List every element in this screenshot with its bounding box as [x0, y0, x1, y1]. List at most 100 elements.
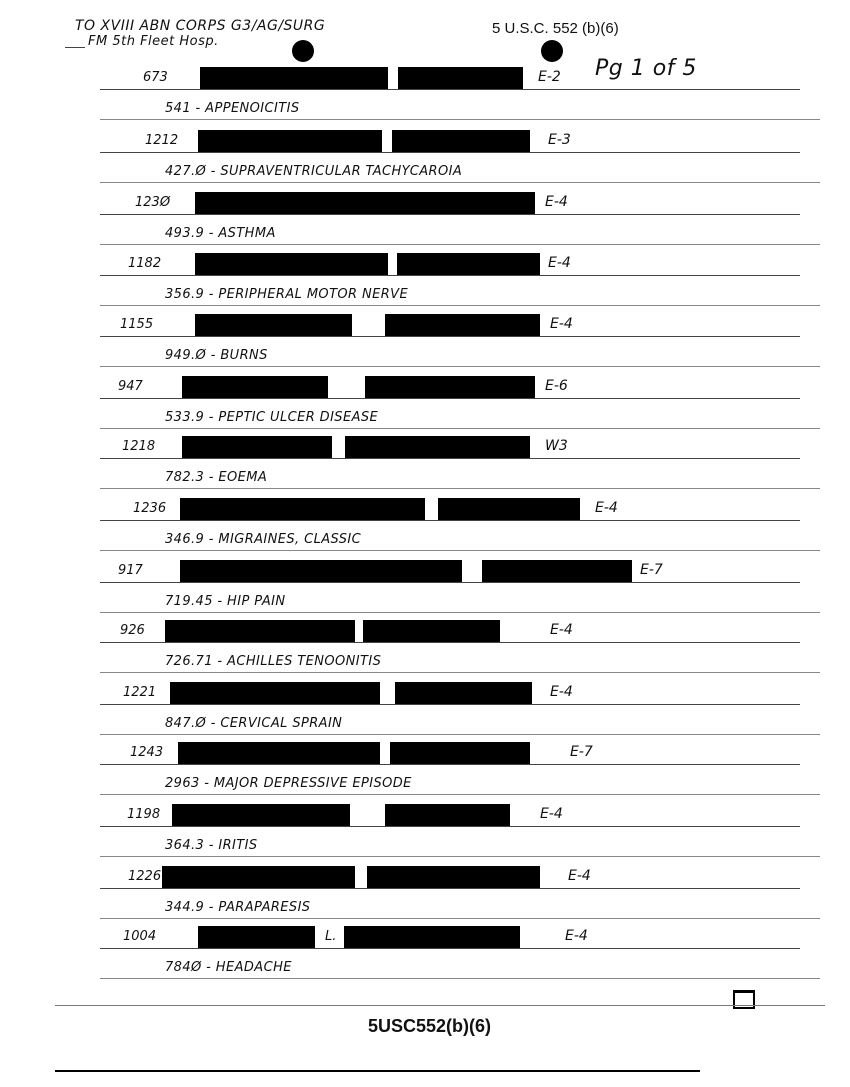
entry-diagnosis: 346.9 - MIGRAINES, CLASSIC — [165, 532, 362, 547]
rule — [100, 704, 800, 705]
redaction-box — [365, 376, 535, 398]
entry-diagnosis: 541 - APPENOICITIS — [165, 101, 300, 116]
entry-number: 1221 — [123, 685, 157, 700]
redaction-box — [398, 67, 523, 89]
mid-mark: L. — [325, 929, 337, 944]
redaction-box — [345, 436, 530, 458]
entry-number: 1004 — [123, 929, 157, 944]
punch-hole-mark — [292, 40, 314, 62]
entry-diagnosis: 533.9 - PEPTIC ULCER DISEASE — [165, 410, 379, 425]
entry-grade: E-4 — [550, 622, 573, 638]
redaction-box — [390, 742, 530, 764]
entry-grade: W3 — [545, 438, 568, 454]
rule — [100, 366, 820, 367]
rule — [100, 948, 800, 949]
rule — [100, 428, 820, 429]
redaction-box — [195, 253, 388, 275]
rule — [100, 89, 800, 90]
rule — [100, 582, 800, 583]
redaction-box — [367, 866, 540, 888]
redaction-box — [182, 376, 328, 398]
rule — [100, 978, 820, 979]
entry-diagnosis: 344.9 - PARAPARESIS — [165, 900, 311, 915]
entry-number: 926 — [120, 623, 145, 638]
redaction-box — [395, 682, 532, 704]
entry-diagnosis: 427.Ø - SUPRAVENTRICULAR TACHYCAROIA — [165, 164, 463, 179]
redaction-box — [438, 498, 580, 520]
redaction-box — [397, 253, 540, 275]
rule — [100, 734, 820, 735]
rule — [100, 119, 820, 120]
entry-grade: E-4 — [595, 500, 618, 516]
redaction-box — [482, 560, 632, 582]
entry-grade: E-7 — [570, 744, 593, 760]
rule — [100, 305, 820, 306]
entry-number: 1198 — [127, 807, 161, 822]
rule — [65, 47, 85, 48]
entry-grade: E-4 — [540, 806, 563, 822]
entry-grade: E-4 — [568, 868, 591, 884]
redaction-box — [385, 804, 510, 826]
redaction-box — [344, 926, 520, 948]
from-line: FM 5th Fleet Hosp. — [88, 34, 219, 49]
redaction-box — [198, 926, 315, 948]
rule — [100, 764, 800, 765]
entry-diagnosis: 784Ø - HEADACHE — [165, 960, 292, 975]
rule — [100, 888, 800, 889]
entry-number: 917 — [118, 563, 143, 578]
checkbox-mark — [733, 990, 755, 1009]
redaction-box — [180, 498, 425, 520]
entry-number: 1212 — [145, 133, 179, 148]
redaction-box — [180, 560, 462, 582]
rule — [100, 488, 820, 489]
entry-grade: E-4 — [550, 684, 573, 700]
entry-grade: E-4 — [565, 928, 588, 944]
entry-diagnosis: 2963 - MAJOR DEPRESSIVE EPISODE — [165, 776, 412, 791]
entry-number: 1218 — [122, 439, 156, 454]
entry-diagnosis: 949.Ø - BURNS — [165, 348, 268, 363]
exemption-bottom: 5USC552(b)(6) — [368, 1016, 492, 1036]
entry-number: 673 — [143, 70, 168, 85]
rule — [100, 182, 820, 183]
entry-number: 1226 — [128, 869, 162, 884]
entry-diagnosis: 364.3 - IRITIS — [165, 838, 258, 853]
rule — [100, 458, 800, 459]
entry-grade: E-2 — [538, 69, 561, 85]
redaction-box — [165, 620, 355, 642]
rule — [100, 336, 800, 337]
rule — [100, 152, 800, 153]
redaction-box — [172, 804, 350, 826]
entry-grade: E-3 — [548, 132, 571, 148]
entry-diagnosis: 719.45 - HIP PAIN — [165, 594, 286, 609]
rule — [100, 794, 820, 795]
entry-number: 123Ø — [135, 195, 171, 210]
rule — [100, 826, 800, 827]
redaction-box — [385, 314, 540, 336]
entry-diagnosis: 356.9 - PERIPHERAL MOTOR NERVE — [165, 287, 409, 302]
entry-diagnosis: 493.9 - ASTHMA — [165, 226, 276, 241]
entry-number: 1155 — [120, 317, 154, 332]
entry-diagnosis: 726.71 - ACHILLES TENOONITIS — [165, 654, 382, 669]
entry-grade: E-4 — [545, 194, 568, 210]
rule — [100, 672, 820, 673]
entry-grade: E-7 — [640, 562, 663, 578]
redaction-box — [200, 67, 388, 89]
entry-diagnosis: 782.3 - EOEMA — [165, 470, 268, 485]
rule — [100, 398, 800, 399]
page-label: Pg 1 of 5 — [595, 56, 697, 81]
punch-hole-mark — [541, 40, 563, 62]
rule — [100, 856, 820, 857]
redaction-box — [182, 436, 332, 458]
entry-number: 1236 — [133, 501, 167, 516]
rule — [55, 1005, 825, 1006]
entry-number: 947 — [118, 379, 143, 394]
entry-number: 1243 — [130, 745, 164, 760]
entry-grade: E-4 — [548, 255, 571, 271]
rule — [100, 214, 800, 215]
redaction-box — [198, 130, 382, 152]
redaction-box — [195, 314, 352, 336]
redaction-box — [170, 682, 380, 704]
redaction-box — [178, 742, 380, 764]
entry-grade: E-4 — [550, 316, 573, 332]
